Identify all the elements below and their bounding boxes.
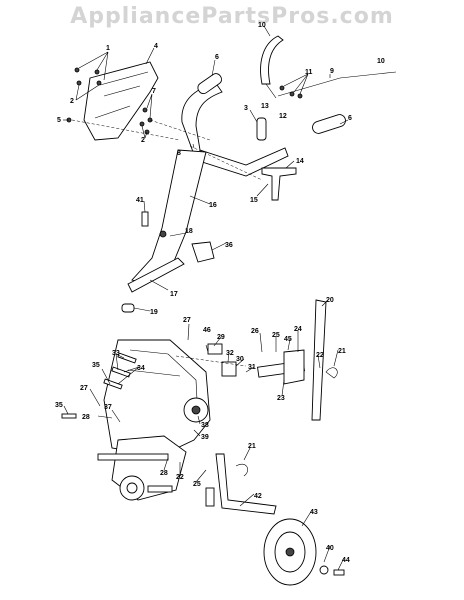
tine-shield — [103, 339, 211, 457]
callout-38: 38 — [201, 422, 209, 429]
callout-labels: 1 2 2 3 4 5 6 6 7 8 9 10 10 11 12 13 14 … — [55, 22, 385, 564]
callout-25: 25 — [272, 332, 280, 339]
callout-23: 23 — [277, 395, 285, 402]
callout-21: 21 — [338, 348, 346, 355]
callout-14: 14 — [296, 158, 304, 165]
callout-36: 36 — [225, 242, 233, 249]
callout-30: 30 — [236, 356, 244, 363]
watermark: AppliancePartsPros.com — [70, 4, 394, 29]
callout-10-b: 10 — [377, 58, 385, 65]
callout-16: 16 — [209, 202, 217, 209]
callout-8: 8 — [177, 150, 181, 157]
callout-6: 6 — [215, 54, 219, 61]
callout-44: 44 — [342, 557, 350, 564]
callout-13: 13 — [261, 103, 269, 110]
wheel-bracket — [215, 453, 277, 515]
callout-26: 26 — [251, 328, 259, 335]
callout-22-b: 22 — [176, 474, 184, 481]
callout-19: 19 — [150, 309, 158, 316]
callout-2: 2 — [70, 98, 74, 105]
callout-3: 3 — [244, 105, 248, 112]
callout-17: 17 — [170, 291, 178, 298]
callout-6-b: 6 — [348, 115, 352, 122]
callout-43: 43 — [310, 509, 318, 516]
callout-33: 33 — [112, 350, 120, 357]
left-grip — [197, 73, 223, 95]
right-grip — [312, 114, 346, 134]
callout-42: 42 — [254, 493, 262, 500]
callout-1: 1 — [106, 45, 110, 52]
callout-7: 7 — [152, 88, 156, 95]
callout-10: 10 — [258, 22, 266, 29]
callout-39: 39 — [201, 434, 209, 441]
callout-34: 34 — [137, 365, 145, 372]
callout-46: 46 — [203, 327, 211, 334]
upper-handle-bar — [181, 81, 289, 177]
callout-35: 35 — [92, 362, 100, 369]
callout-25-b: 25 — [193, 481, 201, 488]
belt-shield — [83, 61, 159, 141]
callout-20: 20 — [326, 297, 334, 304]
callout-12: 12 — [279, 113, 287, 120]
callout-28-b: 28 — [160, 470, 168, 477]
callout-2-b: 2 — [141, 137, 145, 144]
callout-37: 37 — [104, 404, 112, 411]
callout-5: 5 — [57, 117, 61, 124]
callout-31: 31 — [248, 364, 256, 371]
callout-4: 4 — [154, 43, 158, 50]
callout-24: 24 — [294, 326, 302, 333]
control-lever — [260, 35, 284, 85]
callout-45: 45 — [284, 336, 292, 343]
callout-29: 29 — [217, 334, 225, 341]
callout-9: 9 — [330, 68, 334, 75]
callout-40: 40 — [326, 545, 334, 552]
callout-41: 41 — [136, 197, 144, 204]
callout-32: 32 — [226, 350, 234, 357]
callout-28: 28 — [82, 414, 90, 421]
callout-27-b: 27 — [80, 385, 88, 392]
callout-27: 27 — [183, 317, 191, 324]
callout-11: 11 — [305, 69, 313, 76]
callout-21-b: 21 — [248, 443, 256, 450]
callout-15: 15 — [250, 197, 258, 204]
control-cable — [277, 71, 397, 97]
link-bar — [127, 257, 185, 293]
callout-22: 22 — [316, 352, 324, 359]
callout-18: 18 — [185, 228, 193, 235]
callout-35-b: 35 — [55, 402, 63, 409]
